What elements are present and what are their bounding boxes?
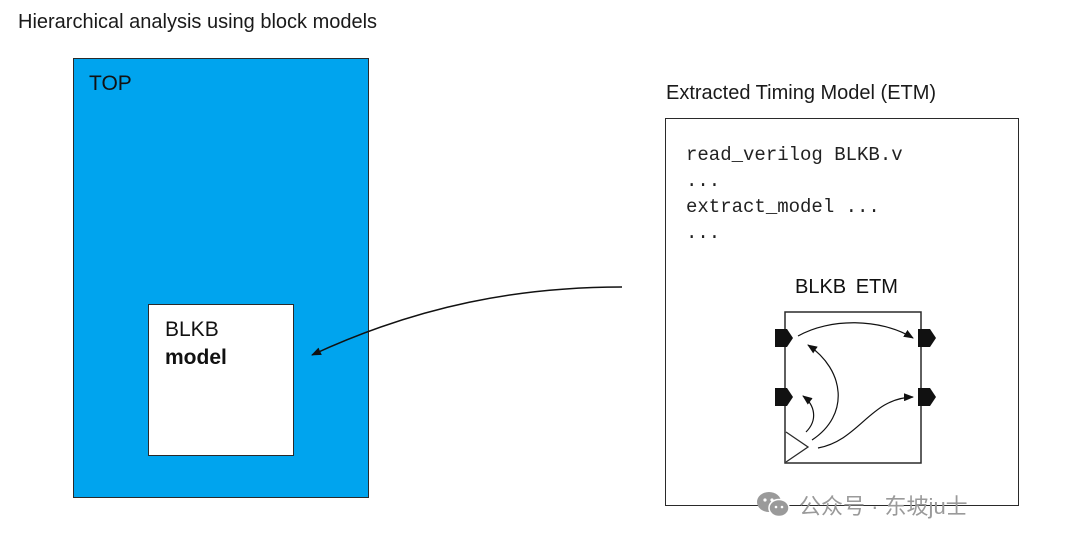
input-port-icon <box>775 388 793 406</box>
top-block-label: TOP <box>89 72 132 95</box>
output-port-icon <box>918 329 936 347</box>
timing-arc <box>797 322 914 339</box>
blkb-etm-label: BLKB ETM <box>795 276 898 298</box>
clock-pin-icon <box>785 431 810 463</box>
code-line: ... <box>686 222 721 244</box>
page-title: Hierarchical analysis using block models <box>18 11 378 33</box>
wechat-icon <box>757 492 790 518</box>
etm-title: Extracted Timing Model (ETM) <box>666 82 937 104</box>
code-line: read_verilog BLKB.v <box>686 144 903 166</box>
watermark: 公众号 · 东坡ju士 <box>755 488 968 522</box>
timing-arc <box>807 344 839 441</box>
extraction-arrow <box>311 286 623 356</box>
timing-arc <box>802 395 815 433</box>
watermark-text: 公众号 · 东坡ju士 <box>799 494 968 519</box>
timing-arc <box>817 393 914 449</box>
input-port-icon <box>775 329 793 347</box>
output-port-icon <box>918 388 936 406</box>
etm-block-square <box>784 311 922 464</box>
code-line: extract_model ... <box>686 196 880 218</box>
blkb-model-name: BLKB <box>165 318 219 341</box>
blkb-model-type: model <box>165 346 227 369</box>
code-line: ... <box>686 170 721 192</box>
blkb-model-box <box>148 304 294 456</box>
